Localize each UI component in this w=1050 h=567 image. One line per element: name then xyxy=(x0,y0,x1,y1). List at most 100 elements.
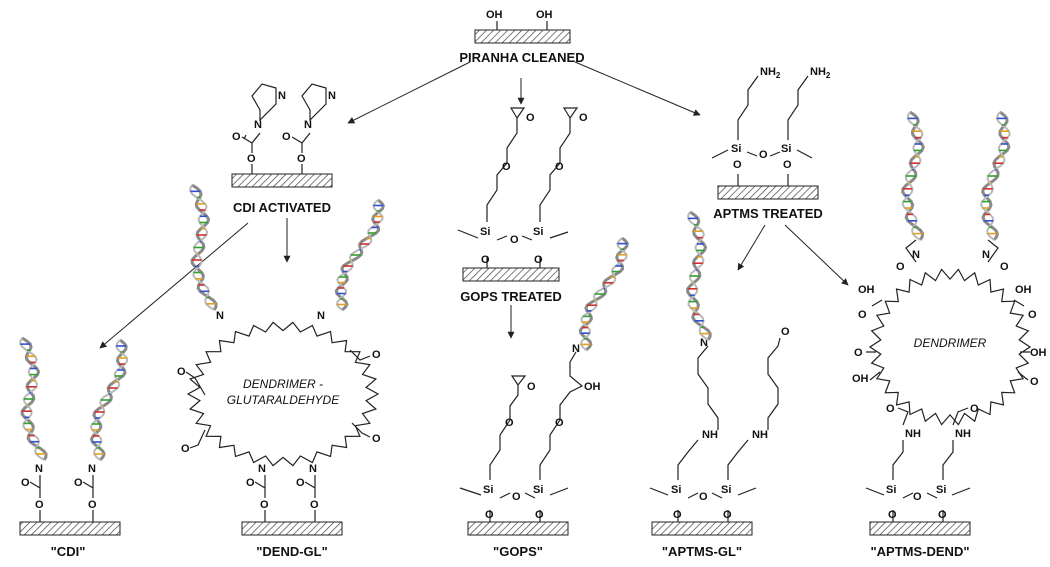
atom-o: O xyxy=(759,149,768,161)
substrate-aptms-gl xyxy=(651,521,753,536)
atom-si: Si xyxy=(886,484,896,496)
atom-o: O xyxy=(282,131,291,143)
atom-o: O xyxy=(505,417,514,429)
dna-strand-aptms-dend-left xyxy=(901,110,925,241)
atom-si: Si xyxy=(483,484,493,496)
gops-final-molecules: Si Si O O O O O O OH N xyxy=(459,343,601,522)
label-cdi: "CDI" xyxy=(51,544,86,559)
dendrimer-text: DENDRIMER xyxy=(914,336,987,350)
atom-si: Si xyxy=(731,143,741,155)
atom-o: O xyxy=(510,234,519,246)
atom-n: N xyxy=(982,249,990,261)
substrates xyxy=(19,29,971,536)
atom-n: N xyxy=(35,463,43,475)
atom-o: O xyxy=(970,403,979,415)
arrow-cdi-activated-to-cdi xyxy=(99,222,249,349)
atom-o: O xyxy=(181,443,190,455)
atom-o: O xyxy=(21,477,30,489)
substrate-cdi-activated xyxy=(231,173,333,188)
atom-si: Si xyxy=(936,484,946,496)
label-cdi-activated: CDI ACTIVATED xyxy=(233,200,331,215)
atom-n: N xyxy=(328,90,336,102)
atom-o: O xyxy=(260,499,269,511)
hydroxyl-1: OH xyxy=(486,9,503,21)
atom-o: O xyxy=(888,509,897,521)
atom-si: Si xyxy=(480,226,490,238)
atom-oh: OH xyxy=(1030,347,1047,359)
atom-oh: OH xyxy=(1015,284,1032,296)
atom-nh: NH xyxy=(955,428,971,440)
atom-o: O xyxy=(512,491,521,503)
dna-strand-dend-gl-left xyxy=(189,183,218,311)
atom-o: O xyxy=(555,161,564,173)
atom-o: O xyxy=(372,433,381,445)
arrow-piranha-to-cdi xyxy=(347,61,471,124)
atom-n: N xyxy=(309,463,317,475)
atom-o: O xyxy=(1028,309,1037,321)
dna-strand-cdi-right xyxy=(89,338,129,462)
label-aptms-dend: "APTMS-DEND" xyxy=(871,544,970,559)
stage-labels: PIRANHA CLEANED CDI ACTIVATED GOPS TREAT… xyxy=(51,50,970,559)
aptms-treated-molecules: Si Si O O O NH2 NH2 xyxy=(711,66,831,186)
atom-n: N xyxy=(254,119,262,131)
atom-o: O xyxy=(1000,261,1009,273)
atom-o: O xyxy=(485,509,494,521)
atom-o: O xyxy=(246,477,255,489)
hydroxyl-2: OH xyxy=(536,9,553,21)
atom-o: O xyxy=(372,349,381,361)
atom-o: O xyxy=(534,254,543,266)
atom-o: O xyxy=(555,417,564,429)
atom-o: O xyxy=(247,153,256,165)
atom-o: O xyxy=(74,477,83,489)
atom-oh: OH xyxy=(858,284,875,296)
atom-o: O xyxy=(297,153,306,165)
atom-oh: OH xyxy=(852,373,869,385)
atom-o: O xyxy=(177,366,186,378)
atom-o: O xyxy=(938,509,947,521)
atom-o: O xyxy=(1030,376,1039,388)
atom-o: O xyxy=(733,159,742,171)
atom-nh2: NH2 xyxy=(760,66,781,80)
substrate-dend-gl xyxy=(241,521,343,536)
dna-strand-aptms-dend-right xyxy=(980,110,1011,241)
atom-si: Si xyxy=(721,484,731,496)
dna-strand-dend-gl-right xyxy=(334,198,385,312)
atom-o: O xyxy=(858,309,867,321)
reaction-arrows xyxy=(99,61,849,349)
piranha-hydroxyls: OH OH xyxy=(486,9,553,30)
dendrimer-core: DENDRIMER xyxy=(868,268,1032,426)
atom-o: O xyxy=(673,509,682,521)
atom-o: O xyxy=(232,131,241,143)
dendrimer-gl-core: DENDRIMER - GLUTARALDEHYDE xyxy=(186,321,380,467)
atom-o: O xyxy=(88,499,97,511)
atom-oh: OH xyxy=(584,381,601,393)
label-aptms-gl: "APTMS-GL" xyxy=(662,544,742,559)
label-piranha-cleaned: PIRANHA CLEANED xyxy=(459,50,584,65)
atom-o: O xyxy=(526,112,535,124)
atom-o: O xyxy=(296,477,305,489)
label-aptms-treated: APTMS TREATED xyxy=(713,206,823,221)
substrate-piranha xyxy=(474,29,571,44)
atom-o: O xyxy=(527,381,536,393)
atom-o: O xyxy=(886,403,895,415)
arrow-aptms-to-aptms-dend xyxy=(784,224,849,286)
aptms-dend-molecules: Si Si O O O NH NH O O N N O O OH O OH O … xyxy=(852,239,1047,522)
dna-strand-gops xyxy=(578,236,629,352)
atom-nh: NH xyxy=(905,428,921,440)
dna-strands xyxy=(19,110,1011,462)
dendrimer-gl-text-2: GLUTARALDEHYDE xyxy=(227,393,340,407)
cdi-activated-molecules: O O N N O O N N xyxy=(232,83,336,174)
atom-o: O xyxy=(502,161,511,173)
atom-nh2: NH2 xyxy=(810,66,831,80)
atom-o: O xyxy=(781,326,790,338)
atom-si: Si xyxy=(671,484,681,496)
dna-strand-aptms-gl xyxy=(686,210,712,341)
substrate-gops xyxy=(467,521,569,536)
atom-n: N xyxy=(304,119,312,131)
atom-si: Si xyxy=(533,484,543,496)
aptms-gl-molecules: Si Si O O O NH NH N O xyxy=(649,326,790,522)
atom-o: O xyxy=(723,509,732,521)
substrate-cdi xyxy=(19,521,121,536)
